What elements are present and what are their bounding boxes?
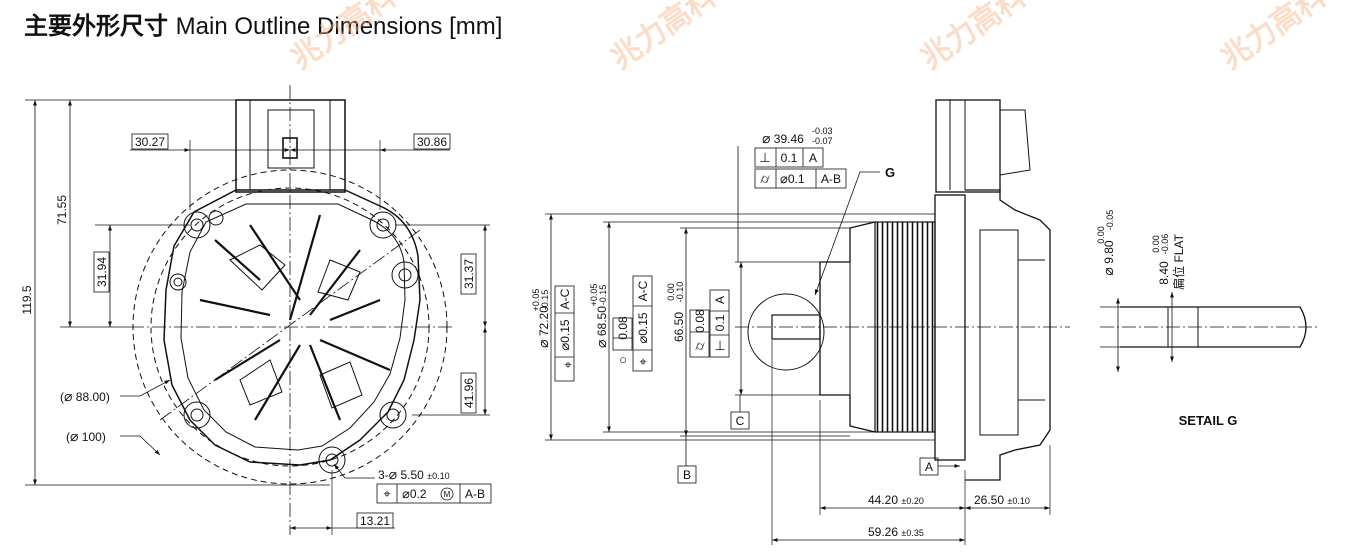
pump-head xyxy=(965,189,1051,481)
housing-ribs xyxy=(199,214,391,421)
dia2-fcf2-value: ⌀0.15 xyxy=(635,312,650,344)
detail-flat-label: 扁位 FLAT xyxy=(1171,233,1186,289)
dia3-tol-lower: -0.10 xyxy=(675,282,685,303)
center-lines xyxy=(130,85,455,535)
top-dia-tol-lower: -0.07 xyxy=(812,136,833,146)
mounting-bosses xyxy=(169,210,419,474)
top-dia: ⌀ 39.46 xyxy=(762,130,804,146)
datum-a: A xyxy=(925,460,933,474)
dim-top-right: 30.86 xyxy=(417,135,447,149)
label-g: G xyxy=(885,165,895,180)
watermark-text: 兆力高科 xyxy=(285,0,403,77)
dim-left-offset: 31.94 xyxy=(95,257,109,287)
detail-flat-tol-lower: -0.06 xyxy=(1160,234,1170,255)
dia1-fcf-value: ⌀0.15 xyxy=(557,319,572,351)
watermark: 兆力高科 兆力高科 兆力高科 兆力高科 xyxy=(285,0,1333,77)
connector-block xyxy=(235,99,346,193)
dim-26-50: 26.50 ±0.10 xyxy=(974,493,1030,507)
fcf-top-perp-datum: A xyxy=(809,151,817,165)
side-extension-lines xyxy=(545,213,1051,545)
side-view-labels: ⌀ 39.46 -0.03 -0.07 ⊥ 0.1 A ⌭ ⌀0.1 A-B G… xyxy=(531,126,1030,539)
dia3-fcf2-value: 0.1 xyxy=(713,314,727,331)
title-cn: 主要外形尺寸 xyxy=(24,12,168,40)
side-connector xyxy=(935,99,1001,193)
dia-100-label: (⌀ 100) xyxy=(66,428,106,444)
dia1-fcf-symbol: ⌖ xyxy=(564,357,572,372)
connector-inner xyxy=(267,109,315,169)
detail-caption: SETAIL G xyxy=(1179,413,1238,428)
fcf-top-cyl-datum: A-B xyxy=(821,172,841,186)
top-dia-tol-upper: -0.03 xyxy=(812,126,833,136)
dia1-fcf-datum: A-C xyxy=(558,288,572,309)
watermark-text: 兆力高科 xyxy=(605,0,723,77)
dia-88-label: (⌀ 88.00) xyxy=(60,388,110,404)
datum-c: C xyxy=(736,414,745,428)
dim-overall-height: 119.5 xyxy=(20,285,34,314)
dia1-value: ⌀ 72.20 xyxy=(535,306,551,348)
dia2-fcf2-symbol: ⌖ xyxy=(639,354,647,369)
detail-flat-tol-upper: 0.00 xyxy=(1151,235,1161,253)
detail-g-circle xyxy=(747,293,825,371)
mmc-circle xyxy=(440,487,454,501)
dia1-tol-upper: +0.05 xyxy=(531,289,541,312)
page-title: 主要外形尺寸 Main Outline Dimensions [mm] xyxy=(24,8,502,45)
dia1-tol-lower: -0.15 xyxy=(540,290,550,311)
dia3-value: 66.50 xyxy=(672,312,686,342)
dia2-fcf1-value: 0.08 xyxy=(616,316,630,340)
side-view xyxy=(545,99,1070,545)
front-view-labels: 30.27 30.86 119.5 71.55 31.94 31.37 41.9… xyxy=(20,135,485,528)
hole-fcf-value: ⌀0.2 xyxy=(402,486,427,501)
hole-note: 3-⌀ 5.50 ±0.10 xyxy=(378,466,450,482)
dim-bottom-offset: 13.21 xyxy=(360,514,390,528)
dia3-fcf2-symbol: ⊥ xyxy=(714,338,725,353)
dim-44-20: 44.20 ±0.20 xyxy=(868,493,924,507)
detail-flat-value: 8.40 xyxy=(1157,261,1171,285)
dia2-tol-lower: -0.15 xyxy=(598,285,608,306)
rear-flange xyxy=(934,194,966,461)
side-dimension-lines xyxy=(549,146,1050,542)
title-en: Main Outline Dimensions [mm] xyxy=(175,13,503,40)
watermark-text: 兆力高科 xyxy=(1215,0,1333,77)
dim-59-26: 59.26 ±0.35 xyxy=(868,525,924,539)
detail-dia-tol-lower: -0.05 xyxy=(1105,210,1115,231)
dim-right-lower: 41.96 xyxy=(462,378,476,408)
dim-top-left: 30.27 xyxy=(135,135,165,149)
fcf-top-perp-value: 0.1 xyxy=(781,151,798,165)
dim-upper-height: 71.55 xyxy=(55,195,69,225)
datum-b: B xyxy=(683,468,691,482)
housing-inner xyxy=(180,203,406,451)
detail-g-labels: ⌀ 9.80 0.00 -0.05 8.40 0.00 -0.06 扁位 FLA… xyxy=(1096,210,1237,428)
dia2-value: ⌀ 68.50 xyxy=(593,306,609,348)
dia2-tol-upper: +0.05 xyxy=(589,284,599,307)
housing-outline xyxy=(163,189,421,466)
hole-fcf-symbol: ⌖ xyxy=(383,486,391,501)
fcf-top-perp-symbol: ⊥ xyxy=(759,150,770,165)
hole-fcf-datum: A-B xyxy=(465,487,485,501)
watermark-text: 兆力高科 xyxy=(915,0,1033,77)
detail-g-view xyxy=(1100,292,1320,372)
dia3-tol-upper: 0.00 xyxy=(666,283,676,301)
dia3-fcf1-value: 0.08 xyxy=(693,309,707,333)
fcf-top-cyl-value: ⌀0.1 xyxy=(780,171,805,186)
dia2-fcf2-datum: A-C xyxy=(636,280,650,301)
detail-dia: ⌀ 9.80 xyxy=(1100,240,1116,275)
hole-fcf-frame xyxy=(376,483,492,504)
detail-dia-tol-upper: 0.00 xyxy=(1096,226,1106,244)
dia2-fcf1-symbol: ○ xyxy=(619,352,627,367)
front-view xyxy=(25,85,492,535)
fcf-top-cyl-symbol: ⌭ xyxy=(760,171,770,186)
extension-lines xyxy=(25,99,490,535)
dia3-fcf1-symbol: ⌭ xyxy=(695,338,705,353)
hole-fcf-mod: M xyxy=(444,490,451,499)
dim-right-upper: 31.37 xyxy=(462,259,476,289)
dia3-fcf2-datum: A xyxy=(713,296,727,304)
